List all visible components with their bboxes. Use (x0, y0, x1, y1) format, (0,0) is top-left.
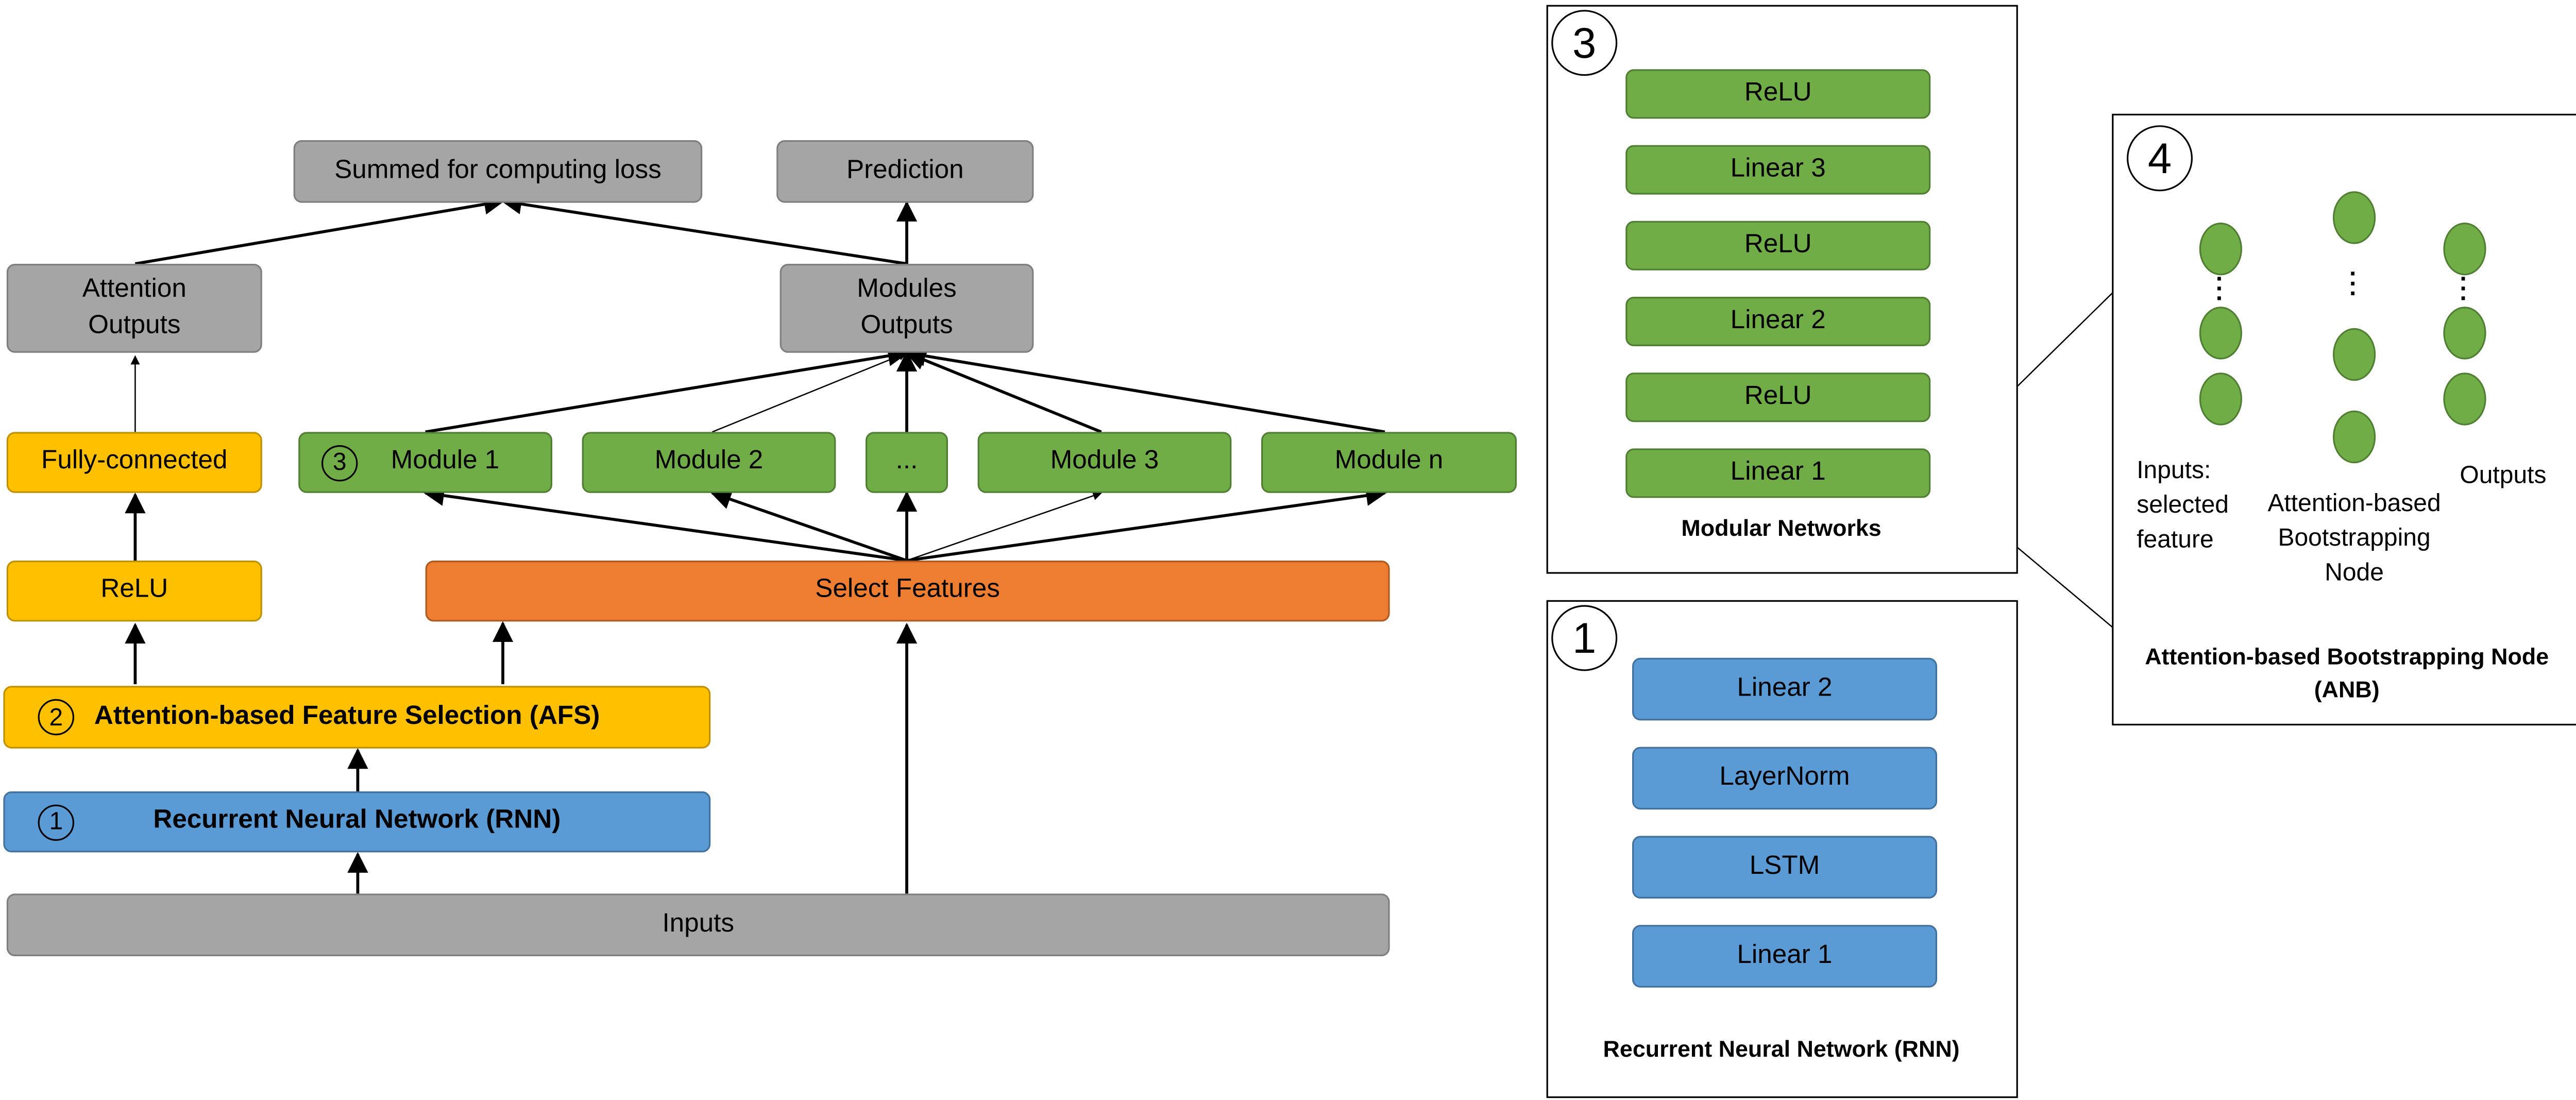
anb-hidden-node (2333, 410, 2376, 464)
anb-input-node (2199, 307, 2242, 360)
anb-input-node (2199, 223, 2242, 276)
modular-layer-label: ReLU (1744, 230, 1812, 259)
anb-inputs-line: Inputs: (2137, 456, 2211, 485)
anb-output-node (2443, 373, 2486, 426)
module-ellipsis-label: ... (895, 447, 918, 476)
rnn-label: Recurrent Neural Network (RNN) (153, 806, 561, 835)
select-features-box: Select Features (425, 561, 1390, 622)
panel-number-4-icon: 4 (2127, 125, 2193, 192)
module-2-label: Module 2 (654, 447, 764, 476)
relu-label: ReLU (100, 576, 168, 604)
attention-outputs-box: Attention Outputs (6, 264, 262, 353)
fully-connected-box: Fully-connected (6, 432, 262, 493)
module-1-box: 3 Module 1 (298, 432, 552, 493)
rnn-layer-linear-2: Linear 2 (1632, 657, 1937, 721)
anb-caption: Attention-based Bootstrapping Node (ANB) (2113, 640, 2576, 707)
rnn-layer-layernorm: LayerNorm (1632, 747, 1937, 810)
rnn-layer-linear-1: Linear 1 (1632, 925, 1937, 988)
modular-layer-relu-bottom: ReLU (1625, 373, 1931, 422)
anb-inputs-line: selected (2137, 491, 2229, 519)
anb-outputs-label: Outputs (2460, 462, 2547, 490)
afs-label: Attention-based Feature Selection (AFS) (94, 702, 600, 730)
module-1-label: Module 1 (391, 447, 500, 476)
rnn-box: 1 Recurrent Neural Network (RNN) (3, 791, 711, 853)
summed-loss-box: Summed for computing loss (293, 140, 703, 203)
panel-number-1-icon: 1 (1551, 605, 1618, 671)
module-ellipsis-box: ... (866, 432, 948, 493)
attention-outputs-line-2: Outputs (88, 311, 181, 340)
module-n-label: Module n (1334, 447, 1444, 476)
anb-node-line: Attention-based (2267, 489, 2441, 518)
modular-layer-linear-1: Linear 1 (1625, 448, 1931, 498)
module-n-box: Module n (1261, 432, 1517, 493)
arrow-select-to-module-3 (906, 491, 1103, 562)
arrow-select-to-module-n (906, 485, 1387, 562)
arrow-module-2-to-outputs (711, 351, 908, 433)
modules-outputs-line-2: Outputs (860, 311, 953, 340)
rnn-layer-label: LSTM (1749, 852, 1820, 881)
anb-hidden-node (2333, 328, 2376, 381)
rnn-caption: Recurrent Neural Network (RNN) (1603, 1035, 1960, 1062)
anb-caption-line: Attention-based Bootstrapping Node (2145, 643, 2549, 670)
modules-outputs-line-1: Modules (857, 276, 957, 304)
modular-layer-label: Linear 1 (1730, 458, 1826, 486)
attention-outputs-line-1: Attention (82, 276, 187, 304)
prediction-box: Prediction (776, 140, 1034, 203)
module-3-box: Module 3 (977, 432, 1232, 493)
fully-connected-label: Fully-connected (41, 447, 228, 476)
afs-box: 2 Attention-based Feature Selection (AFS… (3, 686, 711, 749)
arrow-select-to-module-1 (423, 485, 907, 562)
modular-layer-label: ReLU (1744, 78, 1812, 107)
anb-node-line: Node (2325, 559, 2384, 587)
modular-layer-linear-3: Linear 3 (1625, 145, 1931, 195)
summed-loss-label: Summed for computing loss (334, 156, 662, 184)
rnn-layer-label: LayerNorm (1719, 763, 1850, 791)
arrow-module-3-to-outputs (905, 350, 1102, 434)
anb-input-node (2199, 373, 2242, 426)
modular-layer-label: Linear 2 (1730, 306, 1826, 334)
anb-inputs-line: feature (2137, 526, 2214, 554)
anb-output-ellipsis-icon: ··· (2460, 265, 2468, 313)
arrow-module-1-to-outputs (425, 345, 909, 434)
anb-hidden-node (2333, 191, 2376, 244)
module-3-label: Module 3 (1050, 447, 1159, 476)
arrow-select-to-module-2 (710, 489, 907, 562)
modules-outputs-box: Modules Outputs (779, 264, 1034, 353)
anb-input-ellipsis-icon: ··· (2215, 265, 2224, 313)
module-2-box: Module 2 (582, 432, 836, 493)
rnn-layer-lstm: LSTM (1632, 836, 1937, 899)
anb-node-line: Bootstrapping (2278, 524, 2431, 552)
relu-box: ReLU (6, 561, 262, 622)
modular-layer-relu-middle: ReLU (1625, 221, 1931, 270)
prediction-label: Prediction (846, 156, 964, 184)
anb-output-node (2443, 307, 2486, 360)
anb-node-label: Attention-based Bootstrapping Node (2242, 486, 2466, 590)
inputs-label: Inputs (662, 909, 734, 938)
marker-1-icon: 1 (38, 804, 74, 840)
arrow-module-n-to-outputs (905, 345, 1385, 434)
panel-number-3-icon: 3 (1551, 10, 1618, 76)
inputs-box: Inputs (6, 893, 1390, 956)
anb-output-node (2443, 223, 2486, 276)
modular-layer-linear-2: Linear 2 (1625, 297, 1931, 346)
modular-networks-caption: Modular Networks (1681, 514, 1882, 541)
rnn-panel: 1 Linear 2 LayerNorm LSTM Linear 1 Recur… (1546, 600, 2018, 1098)
rnn-layer-label: Linear 1 (1737, 941, 1833, 969)
modular-layer-label: Linear 3 (1730, 155, 1826, 183)
marker-2-icon: 2 (38, 699, 74, 736)
arrow-modules-to-summed (501, 194, 907, 265)
modular-layer-label: ReLU (1744, 382, 1812, 411)
select-features-label: Select Features (815, 576, 1000, 604)
marker-3-icon: 3 (321, 444, 358, 481)
anb-hidden-ellipsis-icon: ··· (2349, 260, 2358, 309)
anb-inputs-label: Inputs: selected feature (2137, 453, 2229, 557)
arrow-attention-to-summed (134, 194, 505, 265)
modular-networks-panel: 3 ReLU Linear 3 ReLU Linear 2 ReLU Linea… (1546, 5, 2018, 574)
rnn-layer-label: Linear 2 (1737, 674, 1833, 702)
anb-caption-line: (ANB) (2314, 676, 2380, 703)
modular-layer-relu-top: ReLU (1625, 69, 1931, 119)
